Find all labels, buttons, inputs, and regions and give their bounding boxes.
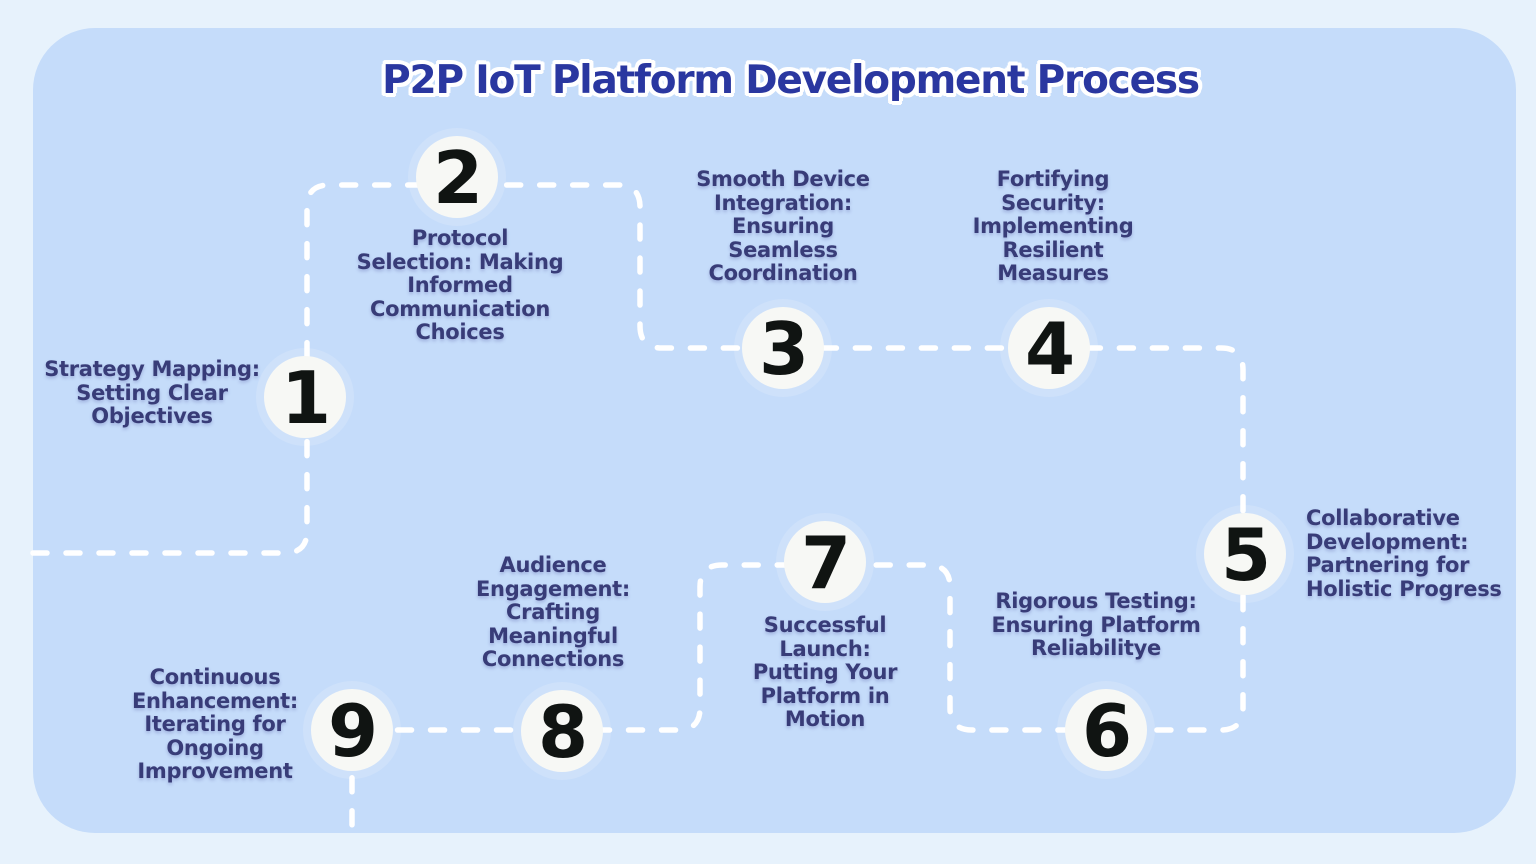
step-7-circle: 7: [784, 521, 866, 605]
step-4-number: 4: [1024, 307, 1075, 391]
step-3-label: Smooth Device Integration: Ensuring Seam…: [696, 167, 870, 285]
step-6-circle: 6: [1065, 689, 1147, 773]
step-2-label: Protocol Selection: Making Informed Comm…: [356, 226, 564, 344]
step-2-number: 2: [432, 136, 483, 220]
step-6-number: 6: [1081, 689, 1132, 773]
step-8-label: Audience Engagement: Crafting Meaningful…: [476, 553, 630, 671]
step-5-label: Collaborative Development: Partnering fo…: [1306, 506, 1502, 601]
step-8-number: 8: [537, 690, 588, 774]
step-3-number: 3: [758, 307, 809, 391]
step-7-label: Successful Launch: Putting Your Platform…: [752, 613, 898, 731]
step-7-number: 7: [800, 521, 851, 605]
step-6-label: Rigorous Testing: Ensuring Platform Reli…: [991, 589, 1201, 660]
step-9-label: Continuous Enhancement: Iterating for On…: [132, 665, 298, 783]
step-1-circle: 1: [264, 356, 346, 440]
step-1-label: Strategy Mapping: Setting Clear Objectiv…: [44, 357, 260, 428]
step-9-circle: 9: [311, 689, 393, 773]
page-title: P2P IoT Platform Development Process: [382, 58, 1200, 103]
step-4-circle: 4: [1008, 307, 1090, 391]
step-1-number: 1: [280, 356, 331, 440]
step-5-number: 5: [1220, 513, 1271, 597]
step-3-circle: 3: [742, 307, 824, 391]
step-2-circle: 2: [416, 136, 498, 220]
step-8-circle: 8: [521, 690, 603, 774]
step-9-number: 9: [327, 689, 378, 773]
step-5-circle: 5: [1204, 513, 1286, 597]
step-4-label: Fortifying Security: Implementing Resili…: [972, 167, 1134, 285]
